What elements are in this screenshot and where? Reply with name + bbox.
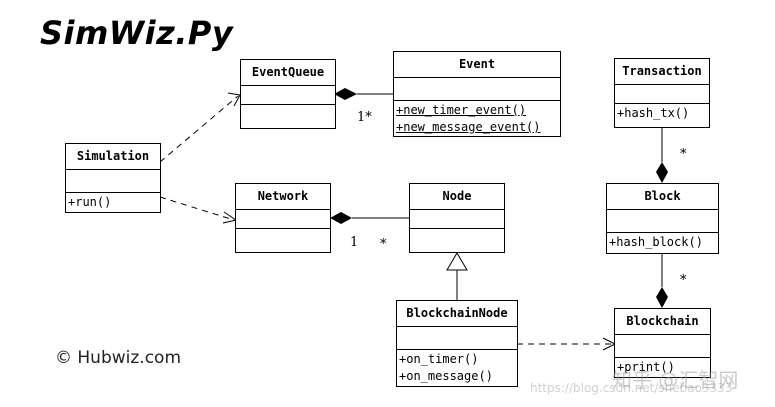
class-simulation: Simulation +run() [65,143,161,213]
dependency-simulation-eventqueue [159,95,239,163]
class-attributes [397,327,517,350]
operation: +hash_tx() [617,106,690,120]
class-name: Simulation [66,144,160,170]
class-attributes [241,86,335,105]
composition-diamond [656,162,668,183]
composition-diamond [330,212,352,224]
class-block: Block +hash_block() [606,183,719,254]
multiplicity-eventqueue-event: 1* [357,110,372,125]
class-eventqueue: EventQueue [240,59,336,129]
operation: +new_timer_event() [396,103,527,117]
class-operations: +hash_tx() [615,104,709,123]
class-operations [410,229,504,231]
class-name: Blockchain [615,309,710,335]
class-name: Event [394,52,560,78]
class-operations: +print() [615,358,710,377]
class-attributes [66,170,160,193]
composition-diamond [334,88,357,100]
class-name: Network [236,184,330,210]
composition-diamond [656,287,668,308]
class-operations: +run() [66,193,160,212]
class-name: Node [410,184,504,210]
multiplicity-network-many: * [380,237,387,252]
class-event: Event +new_timer_event() +new_message_ev… [393,51,561,137]
class-attributes [236,210,330,229]
watermark-brand: 知乎 @汇智网 [612,368,739,392]
class-operations [236,229,330,231]
class-blockchainnode: BlockchainNode +on_timer() +on_message() [396,300,518,387]
class-transaction: Transaction +hash_tx() [614,58,710,128]
class-blockchain: Blockchain +print() [614,308,711,378]
class-name: Block [607,184,718,210]
operation: +print() [617,360,675,374]
class-operations: +on_timer() +on_message() [397,350,517,386]
class-operations: +hash_block() [607,233,718,252]
generalization-triangle [446,252,468,271]
class-attributes [615,85,709,104]
class-attributes [410,210,504,229]
copyright-text: © Hubwiz.com [55,348,182,368]
operation: +run() [68,195,112,209]
class-operations: +new_timer_event() +new_message_event() [394,101,560,137]
class-name: BlockchainNode [397,301,517,327]
class-attributes [607,210,718,233]
logo-title: SimWiz.Py [40,14,234,52]
dependency-simulation-network [159,196,235,221]
class-name: Transaction [615,59,709,85]
class-attributes [394,78,560,101]
class-attributes [615,335,710,358]
class-operations [241,105,335,107]
multiplicity-block-blockchain: * [680,273,687,288]
multiplicity-transaction-block: * [680,147,687,162]
class-name: EventQueue [241,60,335,86]
operation: +on_message() [399,369,493,383]
operation: +new_message_event() [396,120,541,134]
operation: +on_timer() [399,352,479,366]
multiplicity-network-one: 1 [350,235,359,250]
operation: +hash_block() [609,235,703,249]
class-network: Network [235,183,331,253]
watermark-url: https://blog.csdn.net/shebao3333 [530,381,733,395]
class-node: Node [409,183,505,253]
